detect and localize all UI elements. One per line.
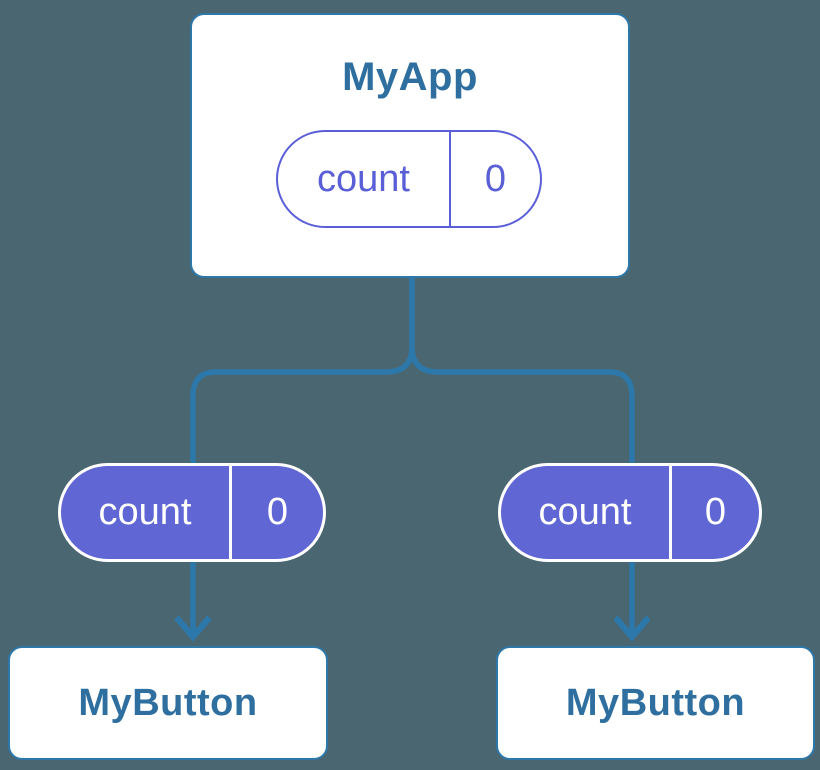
connector-right-branch: [409, 346, 635, 466]
state-value-label: 0: [266, 491, 289, 533]
root-state-pill: count 0: [276, 130, 542, 228]
child-node-title: MyButton: [78, 681, 258, 724]
child-node-card-left: MyButton count 0: [8, 463, 328, 760]
child-state-pill-left: count 0: [58, 463, 326, 562]
state-value-label: 0: [484, 157, 507, 200]
child-state-pill-right: count 0: [498, 463, 762, 562]
root-node-card: MyApp count 0: [190, 13, 630, 278]
state-value-label: 0: [704, 491, 727, 533]
root-node-title: MyApp: [342, 55, 478, 99]
state-name-label: count: [278, 132, 451, 226]
child-node-title: MyButton: [565, 681, 746, 724]
state-name-label: count: [501, 466, 672, 559]
state-name-label: count: [61, 466, 232, 559]
left-arrowhead-icon: [174, 615, 212, 642]
connector-left-branch: [190, 276, 415, 466]
right-arrowhead-icon: [613, 615, 651, 642]
child-node-card-right: MyButton count 0: [496, 463, 815, 760]
